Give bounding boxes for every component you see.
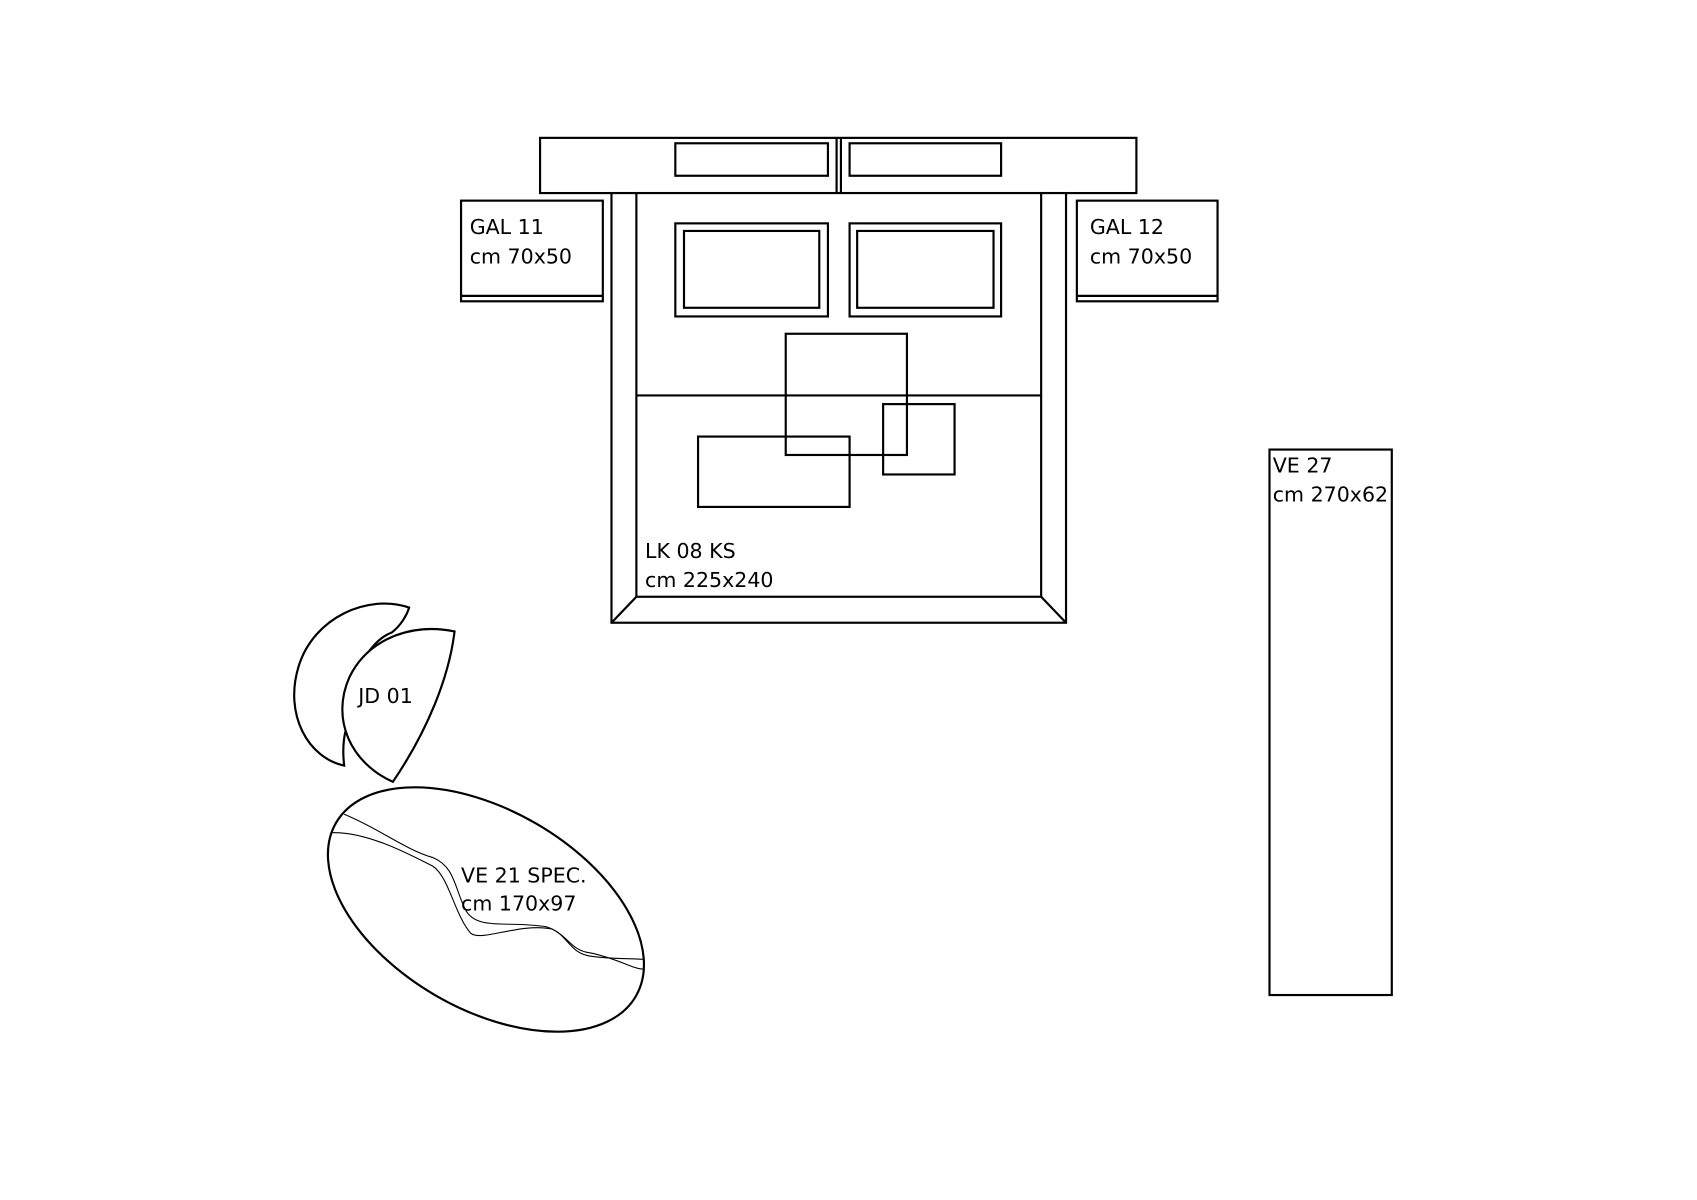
nightstand-gal-12-name: GAL 12 xyxy=(1090,215,1164,239)
nightstand-gal-12-size: cm 70x50 xyxy=(1090,244,1192,268)
rug-ve-27-size: cm 270x62 xyxy=(1273,483,1388,507)
rug-ve-27[interactable]: VE 27 cm 270x62 xyxy=(1268,448,1393,997)
nightstand-gal-11[interactable]: GAL 11 cm 70x50 xyxy=(459,199,604,303)
rug-ve-21-size: cm 170x97 xyxy=(461,892,576,916)
nightstand-gal-12[interactable]: GAL 12 cm 70x50 xyxy=(1075,199,1219,303)
bed-size: cm 225x240 xyxy=(645,568,773,592)
bed-name: LK 08 KS xyxy=(645,539,736,563)
bed-lk-08-ks[interactable]: LK 08 KS cm 225x240 xyxy=(610,191,1068,624)
nightstand-gal-11-name: GAL 11 xyxy=(470,215,544,239)
nightstand-gal-11-size: cm 70x50 xyxy=(470,244,572,268)
headboard xyxy=(538,136,1138,195)
rug-ve-27-name: VE 27 xyxy=(1273,453,1333,477)
chair-jd-01[interactable]: JD 01 xyxy=(293,602,456,784)
rug-ve-21-spec[interactable]: VE 21 SPEC. cm 170x97 xyxy=(286,737,685,1083)
rug-ve-21-name: VE 21 SPEC. xyxy=(461,863,587,887)
chair-name: JD 01 xyxy=(356,684,413,708)
